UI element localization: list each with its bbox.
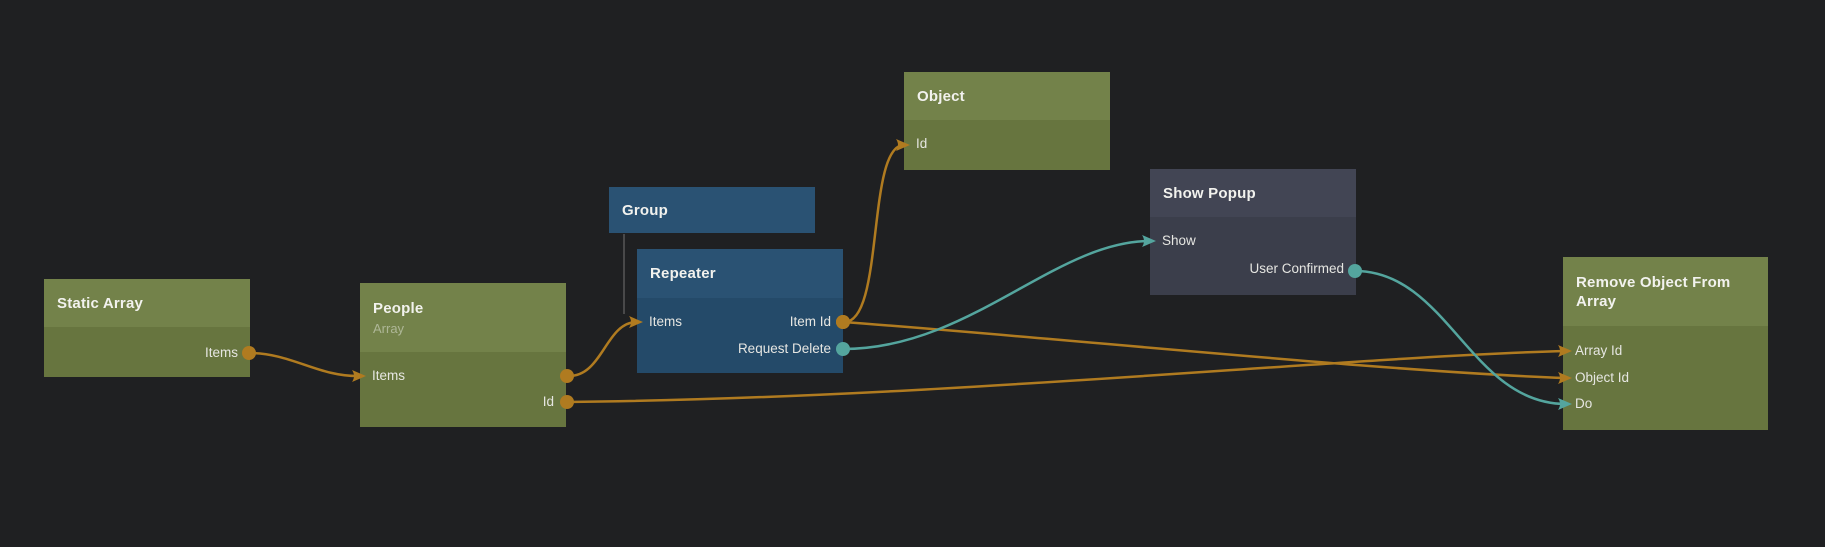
port-row: Id: [904, 131, 1110, 157]
node-title: Object: [917, 87, 965, 105]
node-title: Static Array: [57, 294, 144, 312]
input-port-show[interactable]: Show: [1162, 233, 1196, 248]
input-port-arrow[interactable]: [1558, 345, 1572, 357]
output-port-request-delete[interactable]: Request Delete: [737, 341, 831, 356]
output-port-items[interactable]: Items: [204, 345, 238, 360]
input-port-do[interactable]: Do: [1575, 396, 1593, 411]
node-header[interactable]: Remove Object From Array: [1563, 257, 1768, 326]
output-port-dot[interactable]: [836, 315, 850, 329]
input-port-arrow[interactable]: [352, 370, 366, 382]
node-header[interactable]: Group: [609, 187, 815, 233]
input-port-arrow[interactable]: [896, 139, 910, 151]
input-port-object-id[interactable]: Object Id: [1575, 370, 1630, 385]
node-header[interactable]: Repeater: [637, 249, 843, 298]
port-row: Items: [360, 363, 566, 389]
input-port-arrow[interactable]: [1558, 372, 1572, 384]
output-port-dot[interactable]: [1348, 264, 1362, 278]
node-header[interactable]: Object: [904, 72, 1110, 120]
output-port-dot[interactable]: [836, 342, 850, 356]
input-port-arrow[interactable]: [1142, 235, 1156, 247]
input-port-arrow[interactable]: [1558, 398, 1572, 410]
node-header[interactable]: Static Array: [44, 279, 250, 327]
output-port-id[interactable]: Id: [542, 394, 554, 409]
port-row: Items Item Id: [637, 309, 843, 335]
input-port-id[interactable]: Id: [916, 136, 928, 151]
connection-people-items-to-repeater-items[interactable]: [566, 320, 638, 378]
connection-static-array-items-to-people-items[interactable]: [248, 351, 361, 378]
port-row: Items: [44, 340, 250, 366]
port-row: Id: [360, 389, 566, 415]
output-port-dot[interactable]: [560, 395, 574, 409]
output-port-user-confirmed[interactable]: User Confirmed: [1249, 261, 1344, 276]
node-group[interactable]: Group: [609, 187, 815, 233]
node-title: Group: [622, 201, 668, 219]
input-port-array-id[interactable]: Array Id: [1575, 343, 1623, 358]
node-title: Remove Object From Array: [1576, 273, 1731, 310]
node-header[interactable]: Show Popup: [1150, 169, 1356, 217]
output-port-item-id[interactable]: Item Id: [789, 314, 831, 329]
connection-repeater-item-id-to-remove-object-id[interactable]: [842, 320, 1567, 380]
connection-repeater-request-delete-to-show-popup-show[interactable]: [842, 239, 1151, 351]
input-port-items[interactable]: Items: [649, 314, 683, 329]
node-title: Repeater: [650, 265, 716, 282]
connection-repeater-item-id-to-object-id[interactable]: [842, 143, 905, 324]
input-port-arrow[interactable]: [629, 316, 643, 328]
port-row: Object Id: [1563, 365, 1768, 391]
connection-show-popup-user-confirmed-to-remove-do[interactable]: [1354, 269, 1567, 406]
output-port-dot[interactable]: [242, 346, 256, 360]
node-subtitle: Array: [373, 321, 405, 336]
output-port-dot[interactable]: [560, 369, 574, 383]
node-title: Show Popup: [1163, 184, 1256, 202]
node-title: People: [373, 300, 424, 317]
port-row: Do: [1563, 391, 1768, 417]
port-row: User Confirmed: [1150, 256, 1356, 282]
port-row: Show: [1150, 228, 1356, 254]
connection-people-id-to-remove-array-id[interactable]: [566, 349, 1567, 404]
port-row: Array Id: [1563, 338, 1768, 364]
input-port-items[interactable]: Items: [372, 368, 406, 383]
port-row: Request Delete: [637, 336, 843, 362]
